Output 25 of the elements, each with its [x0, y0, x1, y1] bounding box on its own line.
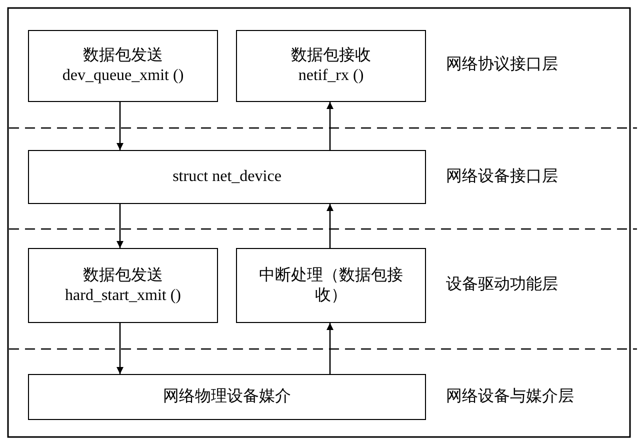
layer-label: 设备驱动功能层: [446, 274, 558, 295]
arrow: [116, 323, 124, 374]
node-text: dev_queue_xmit (): [62, 66, 184, 86]
node-text: 数据包发送: [83, 46, 163, 66]
process-box: [28, 248, 218, 323]
node-text: 网络物理设备媒介: [163, 387, 291, 407]
process-box: [236, 248, 426, 323]
arrow: [116, 204, 124, 248]
node-text: 数据包发送: [83, 266, 163, 286]
layer-label: 网络协议接口层: [446, 54, 558, 75]
node-text: netif_rx (): [298, 66, 364, 86]
layer-label: 网络设备接口层: [446, 166, 558, 187]
arrow: [326, 323, 334, 374]
process-box: [28, 30, 218, 102]
process-box: [236, 30, 426, 102]
node-text: 数据包接收: [291, 46, 371, 66]
process-box: [28, 374, 426, 420]
process-box: [28, 150, 426, 204]
node-text: hard_start_xmit (): [65, 286, 181, 306]
node-text: 中断处理（数据包接收）: [258, 266, 404, 306]
layer-label: 网络设备与媒介层: [446, 386, 574, 407]
arrow: [326, 102, 334, 150]
arrow: [116, 102, 124, 150]
node-text: struct net_device: [172, 167, 282, 187]
arrow: [326, 204, 334, 248]
